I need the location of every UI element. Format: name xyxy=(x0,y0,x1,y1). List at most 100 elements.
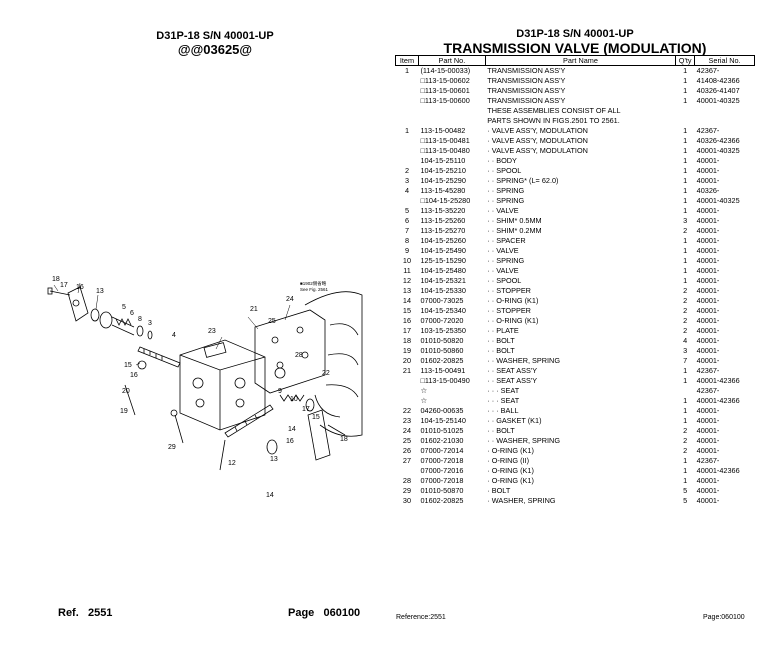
cell-name: · · VALVE xyxy=(487,206,519,215)
gasket xyxy=(254,309,326,394)
col-item: Item xyxy=(395,55,419,66)
cell-item: 20 xyxy=(402,356,412,365)
svg-text:24: 24 xyxy=(286,296,294,303)
svg-text:15: 15 xyxy=(312,414,320,421)
cell-serial: 40001- xyxy=(696,346,720,355)
cell-name: · · VALVE xyxy=(487,246,519,255)
cell-item: 8 xyxy=(404,236,409,245)
cell-name: · · BODY xyxy=(487,156,517,165)
cell-serial: 40001- xyxy=(696,446,720,455)
cell-name: · · SEAT ASS'Y xyxy=(487,366,538,375)
cell-part: 125-15-15290 xyxy=(420,256,466,265)
bolt-19 xyxy=(124,384,136,416)
svg-text:14: 14 xyxy=(288,426,296,433)
col-serial: Serial No. xyxy=(694,55,755,66)
cell-part: 104-15-25321 xyxy=(420,276,466,285)
exploded-parts-diagram: 18 17 16 13 5 6 8 3 4 23 21 25 24 15 16 … xyxy=(47,276,363,499)
cell-qty: 1 xyxy=(683,126,688,135)
cell-qty: 1 xyxy=(683,396,688,405)
right-model-title: D31P-18 S/N 40001-UP xyxy=(516,28,634,40)
cell-name: · O-RING (K1) xyxy=(487,466,534,475)
left-page-value: 060100 xyxy=(323,607,361,619)
cell-item: 29 xyxy=(402,486,412,495)
cell-item: 30 xyxy=(402,496,412,505)
cell-name: THESE ASSEMBLIES CONSIST OF ALL xyxy=(487,106,621,115)
right-page-header: D31P-18 S/N 40001-UP TRANSMISSION VALVE … xyxy=(394,28,756,56)
cell-qty xyxy=(676,116,695,126)
cell-name: · O-RING (II) xyxy=(487,456,530,465)
table-row: PARTS SHOWN IN FIGS.2501 TO 2561. xyxy=(396,116,755,126)
cell-part: 113-15-00491 xyxy=(420,366,466,375)
cell-name: · · SPRING* (L= 62.0) xyxy=(487,176,559,185)
svg-text:18: 18 xyxy=(52,276,60,283)
col-part-name: Part Name xyxy=(484,55,677,66)
cell-part: 01010-50860 xyxy=(420,346,464,355)
cell-part: 01010-51025 xyxy=(420,426,464,435)
cell-item: 23 xyxy=(402,416,412,425)
cell-qty: 3 xyxy=(683,216,688,225)
cell-name: · · O-RING (K1) xyxy=(487,296,539,305)
cell-item: 10 xyxy=(402,256,412,265)
cell-name: · · · SEAT xyxy=(487,386,520,395)
svg-text:29: 29 xyxy=(168,444,176,451)
cell-serial: 40326-41407 xyxy=(696,86,740,95)
cell-item: 11 xyxy=(403,266,411,275)
housing xyxy=(304,291,363,437)
cell-part: □113-15-00490 xyxy=(420,376,470,385)
cell-name: · · VALVE xyxy=(487,266,519,275)
cell-item: 21 xyxy=(402,366,412,375)
cell-qty: 1 xyxy=(683,206,688,215)
cell-item: 12 xyxy=(402,276,412,285)
svg-text:16: 16 xyxy=(286,438,294,445)
cell-part: 07000-72020 xyxy=(420,316,464,325)
cell-name: · · SPACER xyxy=(487,236,526,245)
svg-text:25: 25 xyxy=(268,318,276,325)
cell-serial: 40001- xyxy=(696,336,720,345)
cell-name: · · SEAT ASS'Y xyxy=(487,376,538,385)
cell-item: 17 xyxy=(402,326,412,335)
parts-table: Item Part No. Part Name Q'ty Serial No. … xyxy=(395,55,755,506)
cell-name: · WASHER, SPRING xyxy=(487,496,556,505)
cell-serial: 40001- xyxy=(696,476,720,485)
cell-name: · · BOLT xyxy=(487,426,515,435)
cell-name: · · SPRING xyxy=(487,186,525,195)
spool xyxy=(137,346,181,368)
cell-part: ☆ xyxy=(420,396,427,405)
cell-qty: 1 xyxy=(683,66,688,75)
cell-qty: 1 xyxy=(683,466,688,475)
cell-qty: 1 xyxy=(683,96,688,105)
cell-name: · · PLATE xyxy=(487,326,519,335)
cell-name: · · SPRING xyxy=(487,196,525,205)
cell-part: 07000-72018 xyxy=(420,456,464,465)
cell-qty: 1 xyxy=(683,196,688,205)
cell-serial: 40001- xyxy=(696,266,720,275)
cell-part: 04260-00635 xyxy=(420,406,464,415)
cell-qty: 2 xyxy=(683,446,688,455)
cell-part: 104-15-25290 xyxy=(420,176,466,185)
cell-item: 19 xyxy=(402,346,412,355)
cell-name: PARTS SHOWN IN FIGS.2501 TO 2561. xyxy=(487,116,620,125)
cell-serial xyxy=(695,106,755,116)
cell-qty: 1 xyxy=(683,136,688,145)
cell-name: TRANSMISSION ASS'Y xyxy=(487,86,566,95)
cell-name: · · BOLT xyxy=(487,336,515,345)
cell-part: 113-15-25260 xyxy=(420,216,466,225)
cell-serial: 40001- xyxy=(696,276,720,285)
svg-text:9: 9 xyxy=(278,388,282,395)
cell-item: 22 xyxy=(402,406,412,415)
